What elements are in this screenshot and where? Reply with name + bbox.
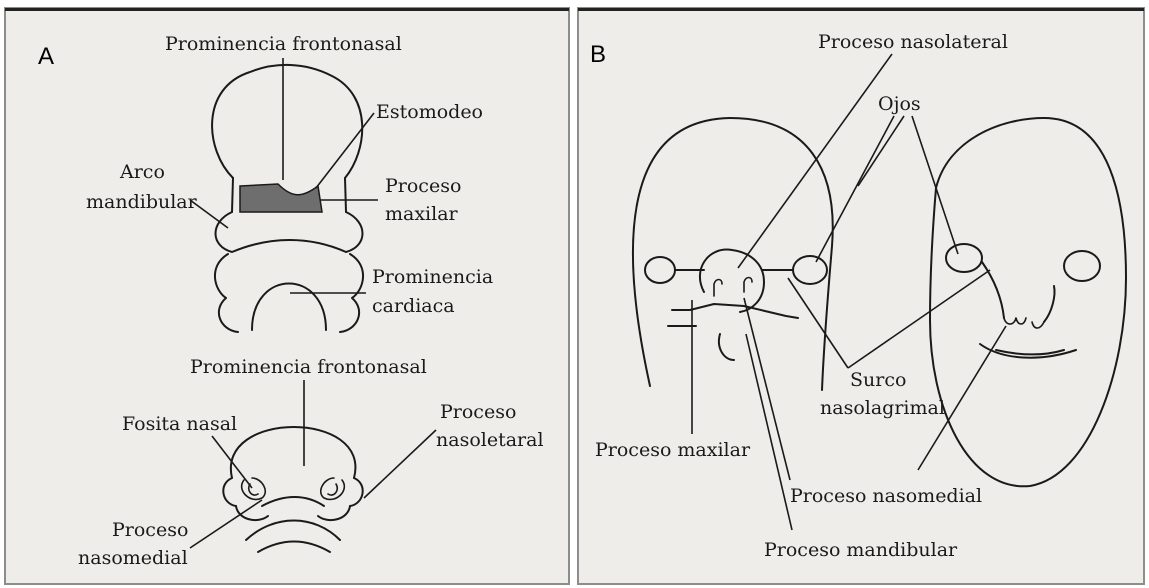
label-prominencia-frontonasal-bottom: Prominencia frontonasal: [190, 356, 427, 378]
panel-a: A Prominencia frontonasal Estomodeo Arco…: [5, 8, 569, 584]
label-proceso-nasomedial-b: Proceso nasomedial: [790, 485, 982, 507]
label-arco-line2: mandibular: [86, 191, 198, 213]
label-estomodeo: Estomodeo: [376, 101, 483, 123]
label-proceso-nasoletaral-line1: Proceso: [440, 401, 516, 423]
head-right-edge: [345, 178, 346, 212]
panel-a-top-rule: [5, 8, 569, 11]
panel-b-top-rule: [578, 8, 1144, 11]
label-prominencia-cardiaca-line2: cardiaca: [372, 295, 455, 317]
label-proceso-nasomedial-line1: Proceso: [112, 519, 188, 541]
label-ojos: Ojos: [878, 93, 921, 115]
label-proceso-mandibular: Proceso mandibular: [764, 539, 958, 561]
label-proceso-maxilar-b: Proceso maxilar: [595, 439, 751, 461]
label-fosita-nasal: Fosita nasal: [122, 413, 237, 435]
label-prominencia-cardiaca-line1: Prominencia: [372, 266, 493, 288]
label-surco-line2: nasolagrimal: [820, 397, 945, 419]
label-surco-line1: Surco: [850, 369, 906, 391]
panel-a-letter: A: [38, 43, 54, 70]
label-proceso-nasoletaral-line2: nasoletaral: [436, 429, 544, 451]
panel-b-letter: B: [590, 41, 606, 68]
label-prominencia-frontonasal-top: Prominencia frontonasal: [165, 33, 402, 55]
label-proceso-maxilar-line2: maxilar: [385, 203, 459, 225]
panel-b: B Proceso nasolate: [578, 8, 1144, 584]
label-proceso-maxilar-line1: Proceso: [385, 175, 461, 197]
label-proceso-nasomedial-line2: nasomedial: [78, 547, 188, 569]
head-left-edge: [232, 178, 233, 212]
label-arco-line1: Arco: [119, 161, 165, 183]
label-proceso-nasolateral: Proceso nasolateral: [818, 31, 1008, 53]
